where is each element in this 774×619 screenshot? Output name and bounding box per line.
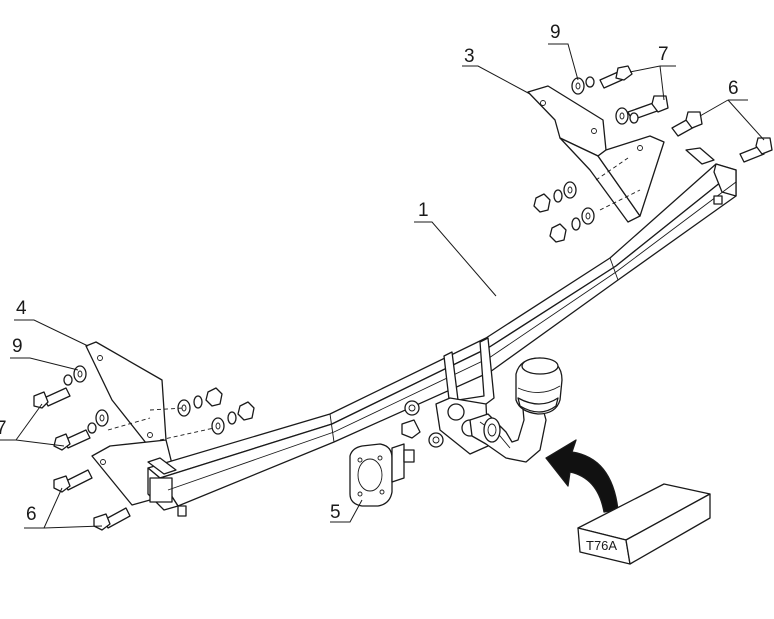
callout-3: 3 [464, 46, 475, 67]
callout-7-bottom: 7 [0, 418, 7, 439]
left-bolts [33, 387, 131, 531]
callout-5: 5 [330, 502, 341, 523]
callout-6-bottom: 6 [26, 504, 37, 525]
socket-plate [349, 443, 415, 507]
bolt-icon [599, 65, 773, 163]
callout-7-top: 7 [658, 44, 669, 65]
callout-numbers: 9 3 7 6 1 4 9 7 6 5 [0, 22, 739, 525]
left-nuts [177, 387, 255, 435]
right-mounting-bracket [527, 85, 665, 223]
main-cross-beam [147, 147, 737, 517]
leader-lines [0, 43, 765, 529]
tow-ball-icon [515, 357, 563, 415]
tow-ball-mount-bracket [435, 337, 495, 455]
washer-icon [571, 76, 639, 125]
callout-9-top: 9 [550, 22, 561, 43]
tool-box-label: T76A [586, 538, 617, 553]
curved-arrow-icon [545, 439, 619, 513]
center-fasteners [401, 400, 444, 448]
tool-box: T76A [577, 483, 711, 565]
callout-6-top: 6 [728, 78, 739, 99]
callout-9-bottom: 9 [12, 336, 23, 357]
callout-4: 4 [16, 298, 27, 319]
tow-ball-neck [469, 397, 547, 463]
nut-icon [533, 181, 595, 243]
callout-1: 1 [418, 200, 429, 221]
left-washers [63, 365, 109, 434]
